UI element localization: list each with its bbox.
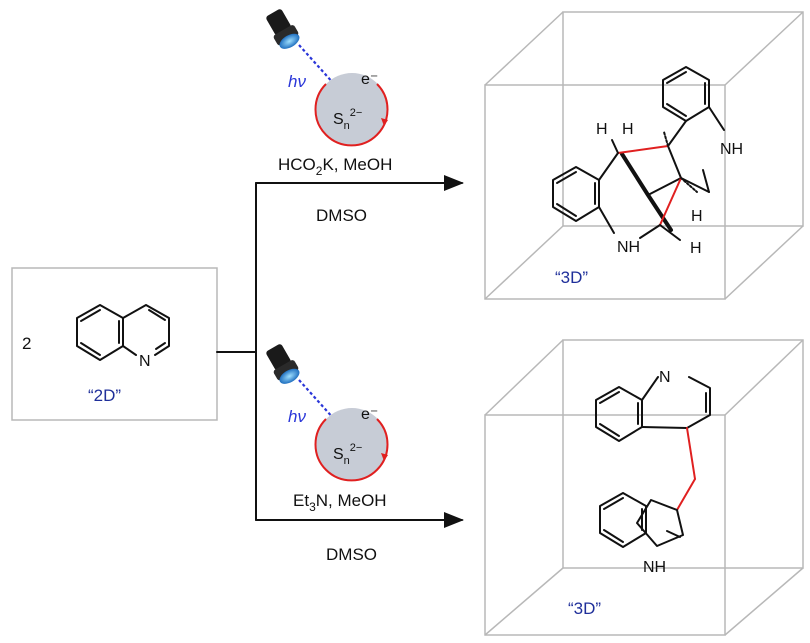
catalyst-label: Sn2− bbox=[333, 442, 362, 467]
nh-atom: NH bbox=[617, 239, 640, 256]
quinoline-n-atom: N bbox=[659, 369, 671, 386]
electron-label: e⁻ bbox=[361, 406, 378, 423]
upper-product-panel: H H H H NH NH “3D” bbox=[484, 11, 804, 300]
cat-sup: 2− bbox=[350, 442, 363, 454]
upper-conditions: hν e⁻ Sn2− HCO2K, MeOH DMSO bbox=[266, 9, 392, 225]
cycle-arrowhead bbox=[381, 453, 388, 461]
quinoline-structure: N bbox=[76, 304, 170, 370]
cube-frame bbox=[484, 11, 804, 300]
reactant-2d-label: “2D” bbox=[88, 386, 121, 405]
indolyl-quinoline-structure: N NH bbox=[595, 369, 711, 576]
lamp-icon bbox=[266, 344, 300, 384]
reactant-panel: 2 N “2D” bbox=[11, 267, 218, 421]
catalyst-circle bbox=[316, 73, 388, 145]
tetracyclic-amine-structure: H H H H NH NH bbox=[552, 66, 743, 257]
h-atom: H bbox=[596, 121, 608, 138]
lower-conditions: hν e⁻ Sn2− Et3N, MeOH DMSO bbox=[266, 344, 389, 564]
cycle-arrowhead bbox=[381, 118, 388, 126]
electron-label: e⁻ bbox=[361, 71, 378, 88]
lower-reagents: Et3N, MeOH bbox=[293, 491, 387, 514]
reagent-a-sub: 2 bbox=[316, 164, 323, 178]
lower-product-3d-label: “3D” bbox=[568, 599, 601, 618]
lamp-icon bbox=[266, 9, 300, 49]
h-atom: H bbox=[622, 121, 634, 138]
nh-atom: NH bbox=[720, 141, 743, 158]
indole-nh-atom: NH bbox=[643, 559, 666, 576]
reagent-a: HCO bbox=[278, 155, 316, 174]
light-rays bbox=[298, 379, 336, 421]
lower-product-panel: N NH “3D” bbox=[484, 339, 804, 636]
cat-sup: 2− bbox=[350, 107, 363, 119]
catalyst-circle bbox=[316, 408, 388, 480]
catalyst-cycle-arc bbox=[314, 418, 389, 482]
reagent-a-rest: N, MeOH bbox=[316, 491, 387, 510]
upper-solvent: DMSO bbox=[316, 206, 367, 225]
catalyst-label: Sn2− bbox=[333, 107, 362, 132]
reactant-coefficient: 2 bbox=[22, 334, 31, 353]
catalyst-cycle-arc bbox=[314, 83, 389, 147]
lower-solvent: DMSO bbox=[326, 545, 377, 564]
reagent-a-rest: K, MeOH bbox=[322, 155, 392, 174]
branch-arrows bbox=[216, 175, 464, 528]
reactant-frame bbox=[11, 267, 218, 421]
hv-label: hν bbox=[288, 407, 306, 426]
quinoline-n-atom: N bbox=[139, 353, 151, 370]
cat-base: S bbox=[333, 111, 344, 128]
cube-frame bbox=[484, 339, 804, 636]
cat-sub: n bbox=[344, 455, 350, 467]
reagent-a: Et bbox=[293, 491, 309, 510]
upper-product-3d-label: “3D” bbox=[555, 268, 588, 287]
h-atom: H bbox=[691, 208, 703, 225]
h-atom: H bbox=[690, 240, 702, 257]
upper-reagents: HCO2K, MeOH bbox=[278, 155, 392, 178]
light-rays bbox=[298, 44, 336, 86]
cat-base: S bbox=[333, 446, 344, 463]
cat-sub: n bbox=[344, 120, 350, 132]
hv-label: hν bbox=[288, 72, 306, 91]
reagent-a-sub: 3 bbox=[309, 500, 316, 514]
